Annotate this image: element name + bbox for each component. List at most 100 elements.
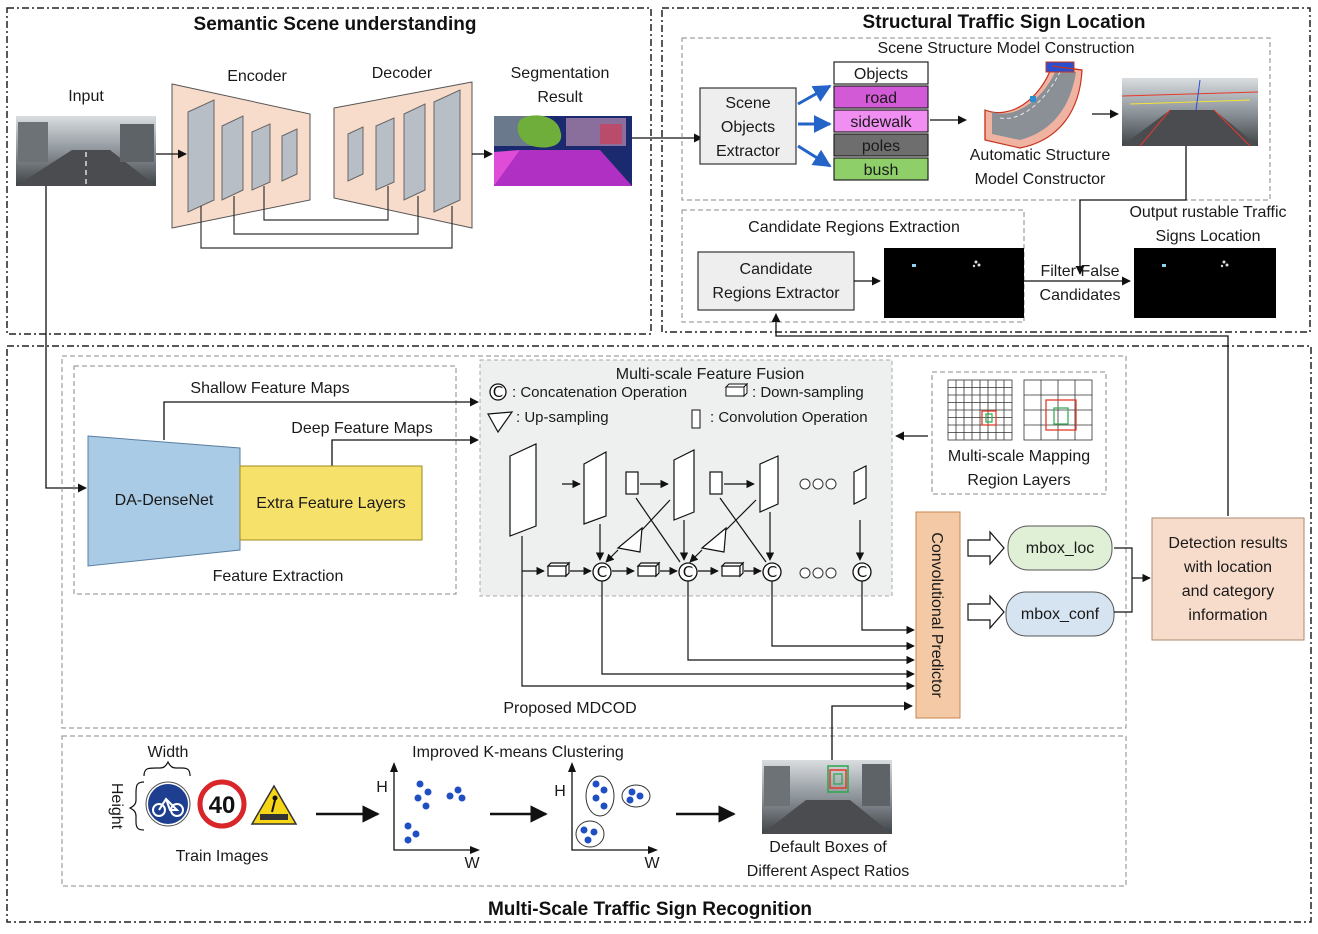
legend-concat-label: : Concatenation Operation [512,384,687,401]
width-label: Width [148,744,189,761]
default-boxes-label-2: Different Aspect Ratios [747,863,909,880]
candidate-extractor-label-2: Regions Extractor [712,285,840,302]
concat-nodes: C C C C [592,562,872,582]
svg-text:C: C [597,563,607,581]
structural-section-title: Structural Traffic Sign Location [863,12,1146,33]
mbox-loc [1007,525,1113,571]
fusion-bottom-row [546,561,745,578]
structure-model-graphic [984,61,1083,149]
filter-label-1: Filter False [1040,263,1119,280]
object-list: Objects road sidewalk poles bush [833,61,929,181]
extra-feature-layers [239,465,423,541]
mdcod-frame [61,355,1127,729]
predictor-feed-lines [521,536,915,691]
mbox-conf [1005,591,1115,637]
default-boxes-label-1: Default Boxes of [769,839,887,856]
structure-overlay-image [1121,78,1259,147]
auto-constructor-label-1: Automatic Structure [970,147,1111,164]
output-location-image [1134,248,1276,318]
object-box-sidewalk [833,109,929,133]
mapping-frame [931,371,1107,495]
extractor-label-3: Extractor [716,143,781,160]
object-label-road: road [865,90,897,107]
train-images-label: Train Images [176,848,269,865]
height-label: Height [108,783,125,830]
svg-text:C: C [683,563,693,581]
object-box-road [833,85,929,109]
segmentation-result-image [494,115,632,186]
mapping-grid-coarse [1023,379,1093,441]
object-box-objects [833,61,929,85]
fusion-upsample-links [605,499,757,563]
fusion-arrows-top [562,479,865,563]
da-densenet-block [87,435,241,567]
shallow-feature-label: Shallow Feature Maps [190,380,349,397]
decoder-layers [347,89,461,213]
object-label-objects: Objects [854,66,908,83]
detection-label-3: and category [1182,583,1275,600]
candidate-title: Candidate Regions Extraction [748,219,960,236]
mapping-label-2: Region Layers [967,472,1070,489]
recognition-section-title: Multi-Scale Traffic Sign Recognition [488,899,812,920]
fusion-ellipsis-bottom [799,567,837,579]
legend-down-label: : Down-sampling [752,384,864,401]
segmentation-label-1: Segmentation [511,65,610,82]
mapping-grid-fine [947,379,1013,441]
svg-text:40: 40 [209,792,236,819]
svg-text:W: W [644,855,660,872]
width-brace [143,760,191,777]
legend-up-label: : Up-sampling [516,409,609,426]
da-densenet-label: DA-DenseNet [115,492,214,509]
object-label-poles: poles [862,138,900,155]
semantic-section-frame [6,7,652,335]
svg-text:C: C [857,563,867,581]
svg-text:W: W [464,855,480,872]
conv-legend-icon [691,409,701,429]
encoder-label: Encoder [227,68,287,85]
mbox-conf-label: mbox_conf [1021,606,1100,623]
skip-connections [200,186,453,249]
pedestrian-warning-sign-icon [250,784,298,825]
object-label-sidewalk: sidewalk [850,114,912,131]
object-box-bush [833,157,929,181]
svg-text:H: H [376,779,388,796]
svg-text:C: C [493,383,503,401]
default-boxes-image [762,760,892,834]
object-label-bush: bush [864,162,899,179]
extractor-label-2: Objects [721,119,775,136]
mbox-loc-label: mbox_loc [1026,540,1094,557]
kmeans-frame [61,735,1127,887]
concat-legend-icon: C [489,383,507,401]
predictor-label: Convolutional Predictor [928,532,945,698]
encoder-layers [187,99,298,213]
height-brace [128,781,145,831]
recognition-section-frame [6,345,1312,923]
fusion-title: Multi-scale Feature Fusion [616,366,805,383]
object-box-poles [833,133,929,157]
input-image [16,116,156,186]
deep-feature-label: Deep Feature Maps [291,420,432,437]
speed-limit-sign-icon: 40 [197,779,247,829]
svg-text:C: C [767,563,777,581]
extractor-label-1: Scene [725,95,770,112]
fusion-ellipsis-top [799,478,837,490]
filter-label-2: Candidates [1040,287,1121,304]
feature-extraction-frame [73,365,457,595]
bicycle-sign-icon [145,781,191,827]
downsample-legend-icon [724,382,749,398]
candidate-extractor-label-1: Candidate [740,261,813,278]
predictor-hollow-arrows [967,530,1005,630]
output-location-label-1: Output rustable Traffic [1129,204,1286,221]
extra-feature-label: Extra Feature Layers [256,495,405,512]
detection-label-2: with location [1183,559,1272,576]
semantic-section-title: Semantic Scene understanding [194,14,477,35]
scatter-plot-raw: H W [376,762,480,872]
candidate-frame [681,209,1025,323]
detection-results [1151,517,1305,641]
convolutional-predictor [915,511,961,719]
scatter-plot-clustered: H W [554,762,660,872]
scene-model-title: Scene Structure Model Construction [877,40,1134,57]
structural-section-frame [661,7,1311,333]
auto-constructor-label-2: Model Constructor [975,171,1106,188]
fusion-upsample-triangles [616,526,727,553]
